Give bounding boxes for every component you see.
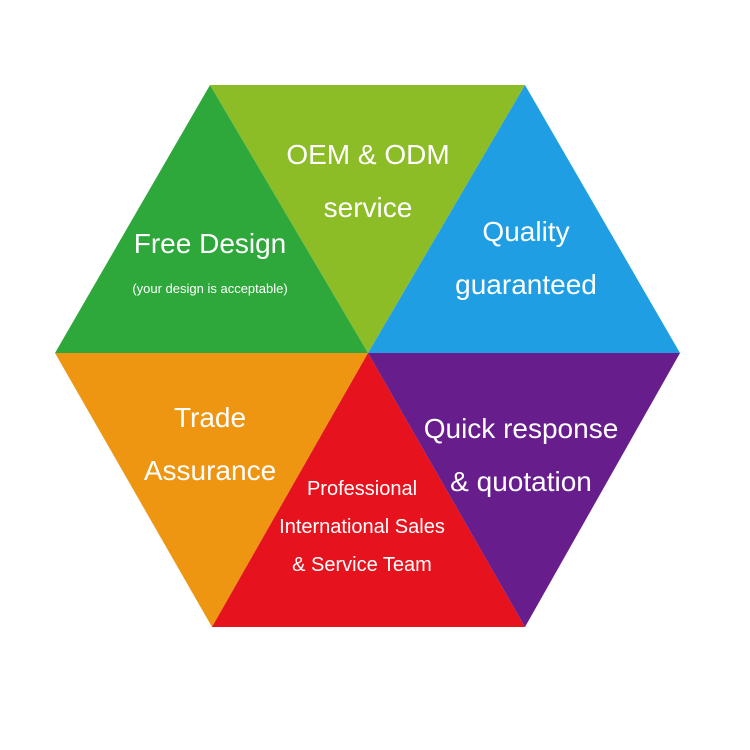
team-line-3: & Service Team bbox=[292, 554, 432, 576]
quick-line-2: & quotation bbox=[450, 466, 592, 497]
team-line-2: International Sales bbox=[279, 516, 445, 538]
oem-odm-line-2: service bbox=[323, 192, 413, 223]
segment-sales-team bbox=[212, 353, 525, 627]
segment-quick-response bbox=[368, 353, 680, 627]
quick-line-1: Quick response bbox=[423, 413, 619, 444]
free-design-label: Free Design bbox=[134, 217, 287, 270]
free-design-subline: (your design is acceptable) bbox=[132, 281, 288, 296]
oem-odm-label: OEM & ODM service bbox=[286, 128, 449, 234]
quality-line-1: Quality bbox=[482, 216, 570, 247]
segment-quality bbox=[368, 85, 680, 353]
trade-assurance-label: Trade Assurance bbox=[144, 391, 276, 497]
quality-label: Quality guaranteed bbox=[455, 205, 597, 311]
quick-response-label: Quick response & quotation bbox=[424, 402, 619, 508]
segment-oem-odm bbox=[210, 85, 525, 353]
sales-team-label: Professional International Sales & Servi… bbox=[279, 470, 445, 584]
team-line-1: Professional bbox=[306, 478, 418, 500]
oem-odm-line-1: OEM & ODM bbox=[286, 139, 450, 170]
segment-trade-assurance bbox=[55, 353, 368, 627]
trade-line-1: Trade bbox=[173, 402, 247, 433]
trade-line-2: Assurance bbox=[143, 455, 277, 486]
free-design-line-1: Free Design bbox=[133, 228, 287, 259]
segment-free-design bbox=[55, 85, 368, 353]
quality-line-2: guaranteed bbox=[455, 269, 597, 300]
